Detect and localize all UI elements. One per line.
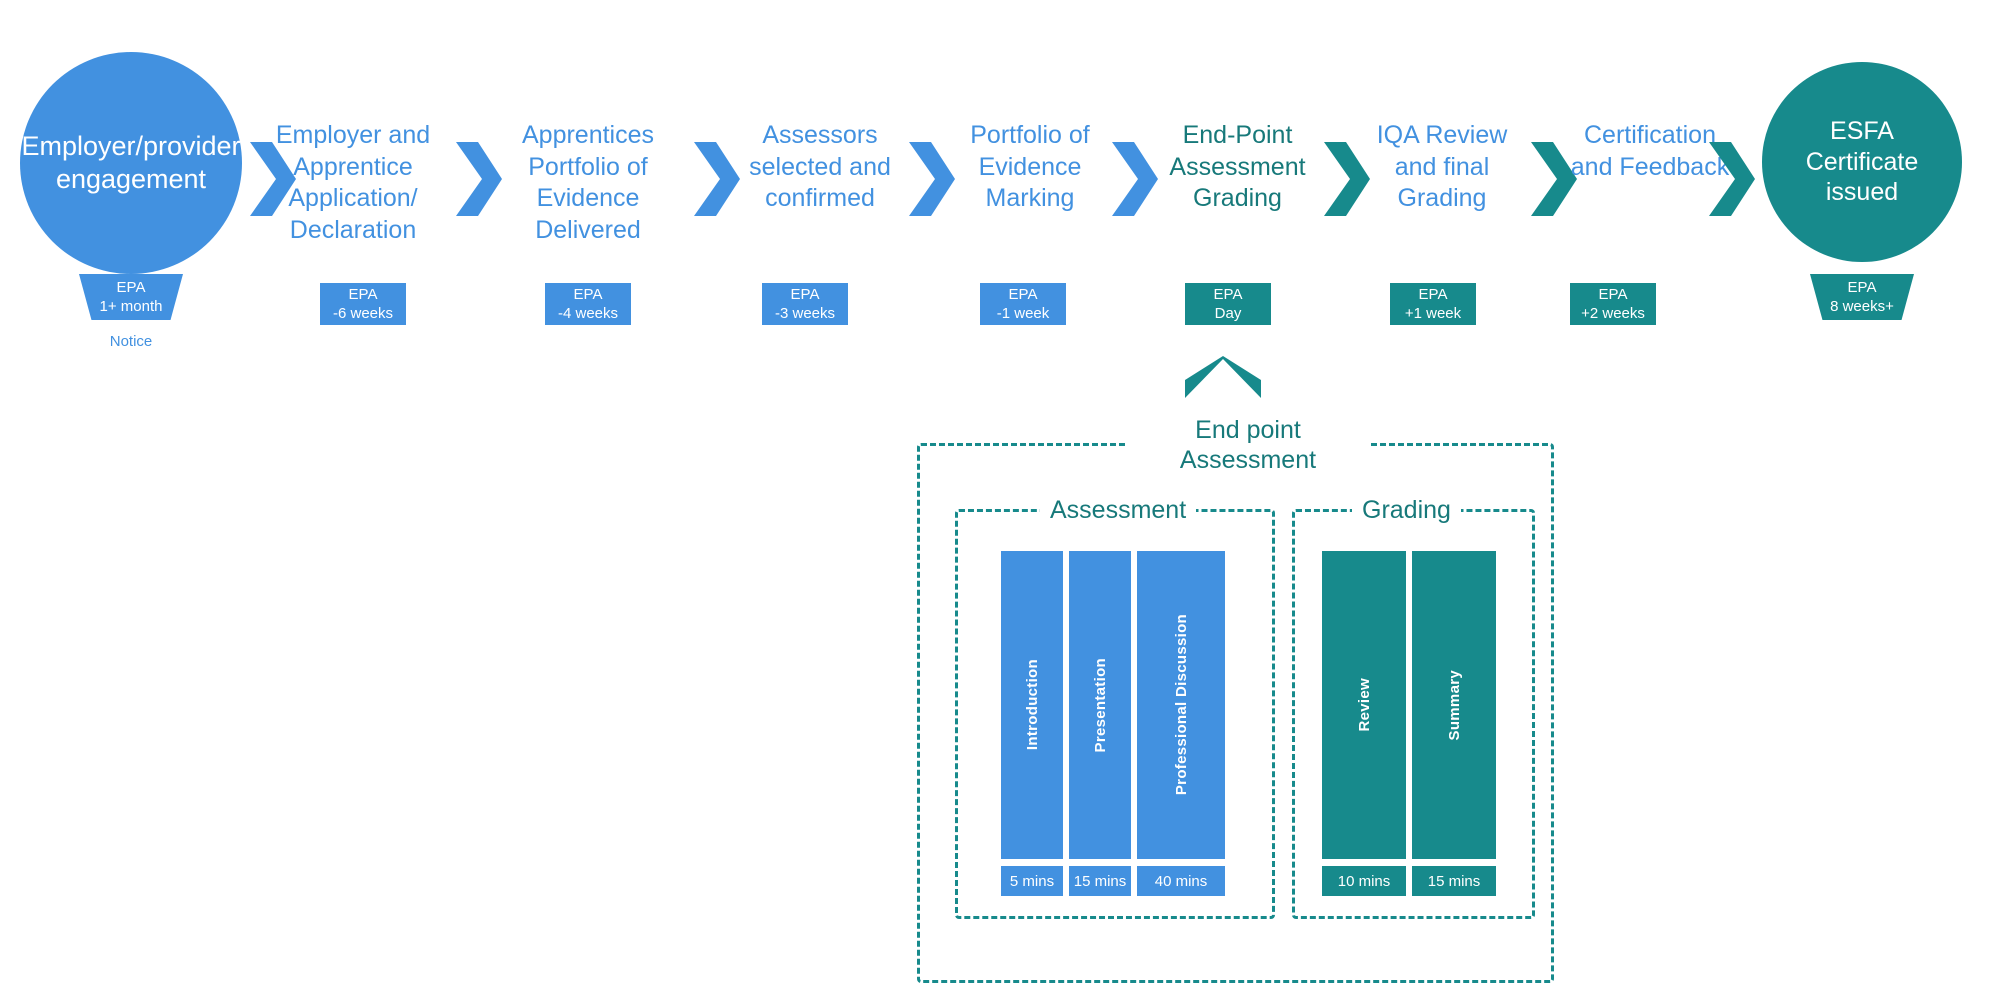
grading-bar-review-label: Review xyxy=(1355,678,1373,732)
grading-bar-summary-duration: 15 mins xyxy=(1412,866,1496,896)
stage-label-1: Employer and Apprentice Application/ Dec… xyxy=(275,121,431,244)
epa-badge-2-line1: EPA xyxy=(573,285,603,303)
stage-label-6: IQA Review and final Grading xyxy=(1376,121,1508,212)
stage-label-3: Assessors selected and confirmed xyxy=(749,121,891,212)
stage-label-7: Certification and Feedback xyxy=(1570,121,1730,181)
stage-label-5: End-Point Assessment Grading xyxy=(1169,121,1306,212)
assessment-bar-presentation-body: Presentation xyxy=(1069,551,1131,859)
assessment-bar-presentation-label: Presentation xyxy=(1091,657,1109,753)
epa-badge-1-line1: EPA xyxy=(348,285,378,303)
epa-badge-3-line1: EPA xyxy=(790,285,820,303)
grading-bar-review[interactable]: Review 10 mins xyxy=(1322,551,1406,896)
epa-badge-6-line1: EPA xyxy=(1418,285,1448,303)
stage-label-4: Portfolio of Evidence Marking xyxy=(970,121,1090,212)
notice-label: Notice xyxy=(109,333,153,350)
epa-badge-7-line2: +2 weeks xyxy=(1581,305,1645,322)
grading-bar-review-duration: 10 mins xyxy=(1322,866,1406,896)
epa-badge-4: EPA -1 week xyxy=(980,283,1066,325)
epa-badge-start: EPA 1+ month xyxy=(79,274,183,320)
assessment-bar-introduction-duration: 5 mins xyxy=(1001,866,1063,896)
epa-badge-4-line1: EPA xyxy=(1008,285,1038,303)
endpoint-assessment-title: End point Assessment xyxy=(1128,415,1368,475)
assessment-bar-presentation-duration: 15 mins xyxy=(1069,866,1131,896)
epa-badge-7: EPA +2 weeks xyxy=(1570,283,1656,325)
assessment-bar-professional-discussion-duration: 40 mins xyxy=(1137,866,1225,896)
epa-badge-5-line1: EPA xyxy=(1213,285,1243,303)
grading-bar-summary-label: Summary xyxy=(1445,669,1463,741)
chevron-up-icon xyxy=(1182,356,1264,407)
epa-badge-4-line2: -1 week xyxy=(996,305,1050,322)
epa-badge-2: EPA -4 weeks xyxy=(545,283,631,325)
grading-group-title: Grading xyxy=(1352,495,1461,525)
assessment-bar-professional-discussion-body: Professional Discussion xyxy=(1137,551,1225,859)
flow-end-node-label: ESFA Certificate issued xyxy=(1805,117,1919,207)
epa-badge-end-line2: 8 weeks+ xyxy=(1830,298,1894,315)
flow-start-node-label: Employer/provider engagement xyxy=(21,131,241,194)
grading-bar-summary[interactable]: Summary 15 mins xyxy=(1412,551,1496,896)
assessment-group-title: Assessment xyxy=(1040,495,1197,525)
epa-badge-6-line2: +1 week xyxy=(1404,305,1462,322)
assessment-bar-introduction-label: Introduction xyxy=(1023,659,1041,751)
assessment-bar-introduction[interactable]: Introduction 5 mins xyxy=(1001,551,1063,896)
flow-end-node[interactable]: ESFA Certificate issued xyxy=(1762,62,1962,262)
epa-badge-end-line1: EPA xyxy=(1847,278,1877,296)
epa-badge-1-line2: -6 weeks xyxy=(332,305,394,322)
epa-badge-start-line2: 1+ month xyxy=(99,298,163,315)
grading-bar-review-body: Review xyxy=(1322,551,1406,859)
grading-bar-summary-body: Summary xyxy=(1412,551,1496,859)
epa-badge-3: EPA -3 weeks xyxy=(762,283,848,325)
assessment-bar-introduction-body: Introduction xyxy=(1001,551,1063,859)
epa-badge-7-line1: EPA xyxy=(1598,285,1628,303)
epa-badge-start-line1: EPA xyxy=(116,278,146,296)
epa-badge-6: EPA +1 week xyxy=(1390,283,1476,325)
epa-badge-5-line2: Day xyxy=(1214,305,1242,322)
epa-badge-2-line2: -4 weeks xyxy=(557,305,619,322)
epa-badge-1: EPA -6 weeks xyxy=(320,283,406,325)
stage-label-2: Apprentices Portfolio of Evidence Delive… xyxy=(521,121,655,244)
epa-badge-3-line2: -3 weeks xyxy=(774,305,836,322)
assessment-bar-professional-discussion-label: Professional Discussion xyxy=(1172,614,1190,796)
assessment-bar-presentation[interactable]: Presentation 15 mins xyxy=(1069,551,1131,896)
epa-badge-5: EPA Day xyxy=(1185,283,1271,325)
flow-start-node[interactable]: Employer/provider engagement xyxy=(20,52,242,274)
assessment-bar-professional-discussion[interactable]: Professional Discussion 40 mins xyxy=(1137,551,1225,896)
epa-badge-end: EPA 8 weeks+ xyxy=(1810,274,1914,320)
